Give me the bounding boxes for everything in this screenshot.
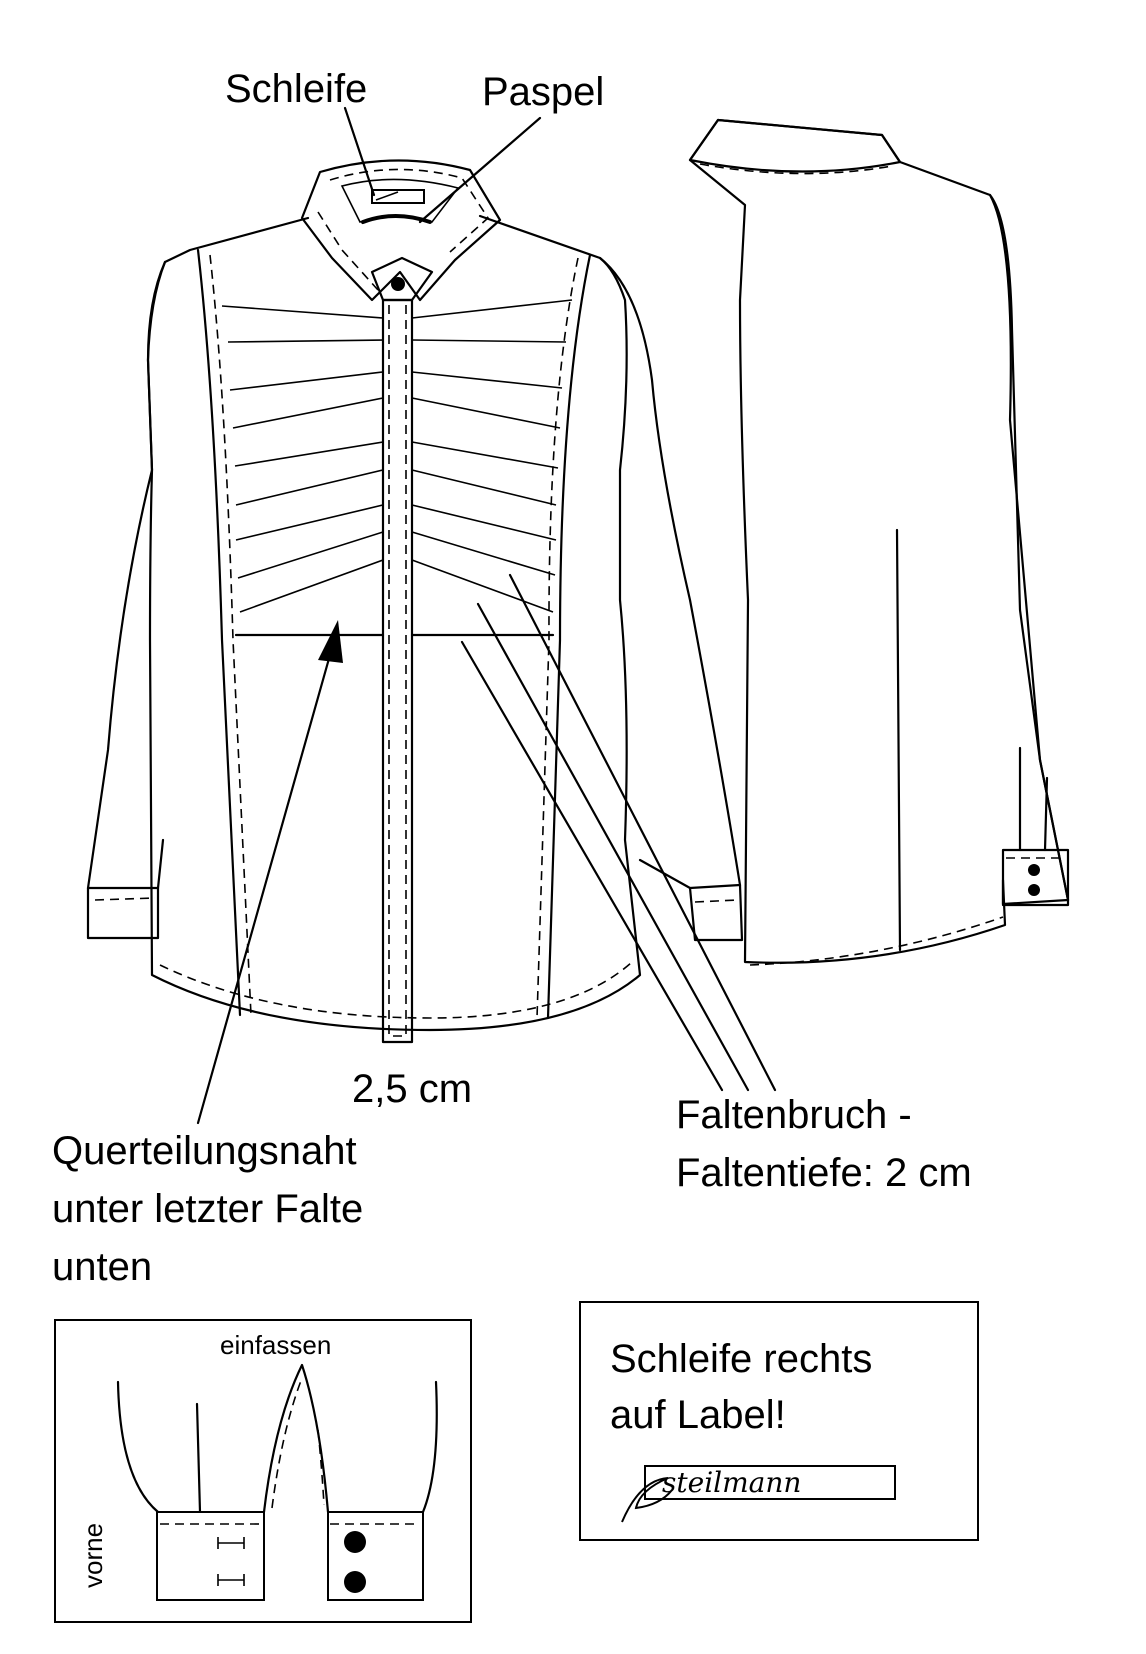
collar-button xyxy=(391,277,405,291)
paspel-pointer xyxy=(418,116,542,224)
shirt-back xyxy=(688,118,1070,966)
cuff-detail-box: einfassen vorne xyxy=(54,1319,472,1623)
shirt-front xyxy=(86,106,777,1125)
brand-label xyxy=(644,1465,896,1500)
label-seam-1: Querteilungsnaht xyxy=(52,1129,357,1173)
back-body-outline xyxy=(688,118,1070,964)
fold-pointer-line-3 xyxy=(508,573,777,1092)
front-right-sleeve xyxy=(598,256,742,890)
note-line-2: auf Label! xyxy=(610,1393,786,1437)
front-body-outline xyxy=(146,214,642,1032)
label-schleife: Schleife xyxy=(225,67,367,111)
brand-logo-swash xyxy=(621,1477,673,1523)
back-cuff-button-1 xyxy=(1028,864,1040,876)
fold-pointer-line-1 xyxy=(460,640,724,1092)
label-paspel: Paspel xyxy=(482,70,604,114)
schleife-pointer xyxy=(343,106,376,197)
brand-logo-text: steilmann xyxy=(662,1466,801,1499)
label-vorne: vorne xyxy=(78,1523,108,1588)
schleife-tab xyxy=(371,189,425,204)
fold-pointer-line-2 xyxy=(476,602,750,1092)
label-note-box: Schleife rechts auf Label! steilmann xyxy=(579,1301,979,1541)
front-left-sleeve xyxy=(86,260,167,890)
label-seam-3: unten xyxy=(52,1245,152,1289)
note-line-1: Schleife rechts xyxy=(610,1337,872,1381)
back-sleeve xyxy=(988,193,1070,902)
detail-cuff-button-1 xyxy=(344,1531,366,1553)
label-measure: 2,5 cm xyxy=(352,1067,472,1111)
label-einfassen: einfassen xyxy=(220,1330,331,1360)
button-placket xyxy=(381,298,414,1044)
detail-cuff-button-2 xyxy=(344,1571,366,1593)
back-cuff-button-2 xyxy=(1028,884,1040,896)
label-fold-2: Faltentiefe: 2 cm xyxy=(676,1151,972,1195)
seam-pointer-line xyxy=(196,653,332,1125)
seam-arrowhead xyxy=(318,620,343,663)
label-seam-2: unter letzter Falte xyxy=(52,1187,363,1231)
front-collar xyxy=(300,159,502,302)
label-fold-1: Faltenbruch - xyxy=(676,1093,912,1137)
